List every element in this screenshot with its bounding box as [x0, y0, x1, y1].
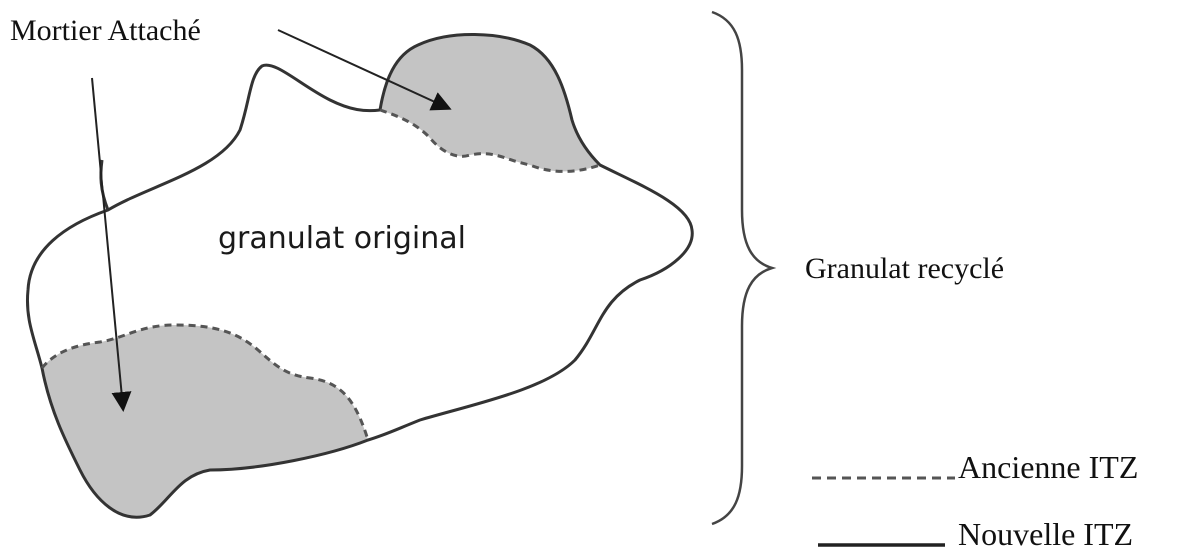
old-itz-top — [379, 108, 601, 173]
label-original-aggregate: granulat original — [218, 221, 466, 256]
arrow-to-top-mortar — [277, 29, 452, 111]
old-itz-bottom — [40, 323, 370, 441]
curly-brace — [711, 10, 777, 526]
label-recycled-aggregate: Granulat recyclé — [805, 252, 1004, 285]
mortar-patch-top — [380, 34, 600, 172]
aggregate-outline — [25, 33, 694, 519]
arrow-to-bottom-mortar — [91, 77, 132, 412]
label-attached-mortar: Mortier Attaché — [10, 14, 201, 47]
legend-old-itz-label: Ancienne ITZ — [958, 449, 1138, 485]
legend-new-itz-label: Nouvelle ITZ — [958, 516, 1133, 552]
